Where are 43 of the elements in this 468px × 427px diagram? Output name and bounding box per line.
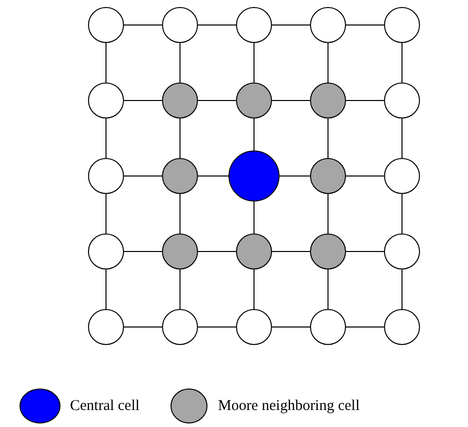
cell-circle [310, 309, 346, 345]
cell-circle [384, 309, 420, 345]
connector-line [197, 251, 237, 252]
connector-line [197, 24, 237, 26]
cell-circle [236, 309, 272, 345]
connector-line [345, 24, 385, 26]
connector-line [123, 24, 163, 26]
connector-line [271, 24, 311, 26]
neighbor-cell-circle [310, 82, 346, 118]
connector-line [271, 326, 311, 328]
connector-line [345, 100, 385, 101]
neighbor-cell-circle [236, 234, 272, 270]
cell-circle [162, 309, 198, 345]
neighbor-cell-circle [236, 82, 272, 118]
connector-line [345, 251, 385, 252]
connector-line [271, 100, 311, 101]
connector-line [197, 326, 237, 328]
neighbor-cell-circle [162, 234, 198, 270]
cell-circle [384, 234, 420, 270]
cell-circle [384, 82, 420, 118]
neighbor-cell-circle [310, 158, 346, 194]
cell-circle [162, 7, 198, 43]
cell-circle [88, 82, 124, 118]
connector-line [123, 251, 163, 252]
cell-circle [88, 158, 124, 194]
neighbor-cell-circle [162, 82, 198, 118]
connector-line [123, 326, 163, 328]
connector-line [197, 100, 237, 101]
cell-circle [384, 7, 420, 43]
cell-circle [88, 309, 124, 345]
connector-line [271, 251, 311, 252]
connector-line [345, 326, 385, 328]
connector-line [123, 100, 163, 101]
cell-circle [88, 7, 124, 43]
cell-circle [236, 7, 272, 43]
neighbor-cell-circle [162, 158, 198, 194]
cell-circle [310, 7, 346, 43]
cell-circle [384, 158, 420, 194]
legend-label: Central cell [70, 397, 140, 415]
central-cell-circle [228, 150, 280, 202]
cell-circle [88, 234, 124, 270]
neighbor-cell-circle [310, 234, 346, 270]
legend-label: Moore neighboring cell [218, 397, 360, 415]
